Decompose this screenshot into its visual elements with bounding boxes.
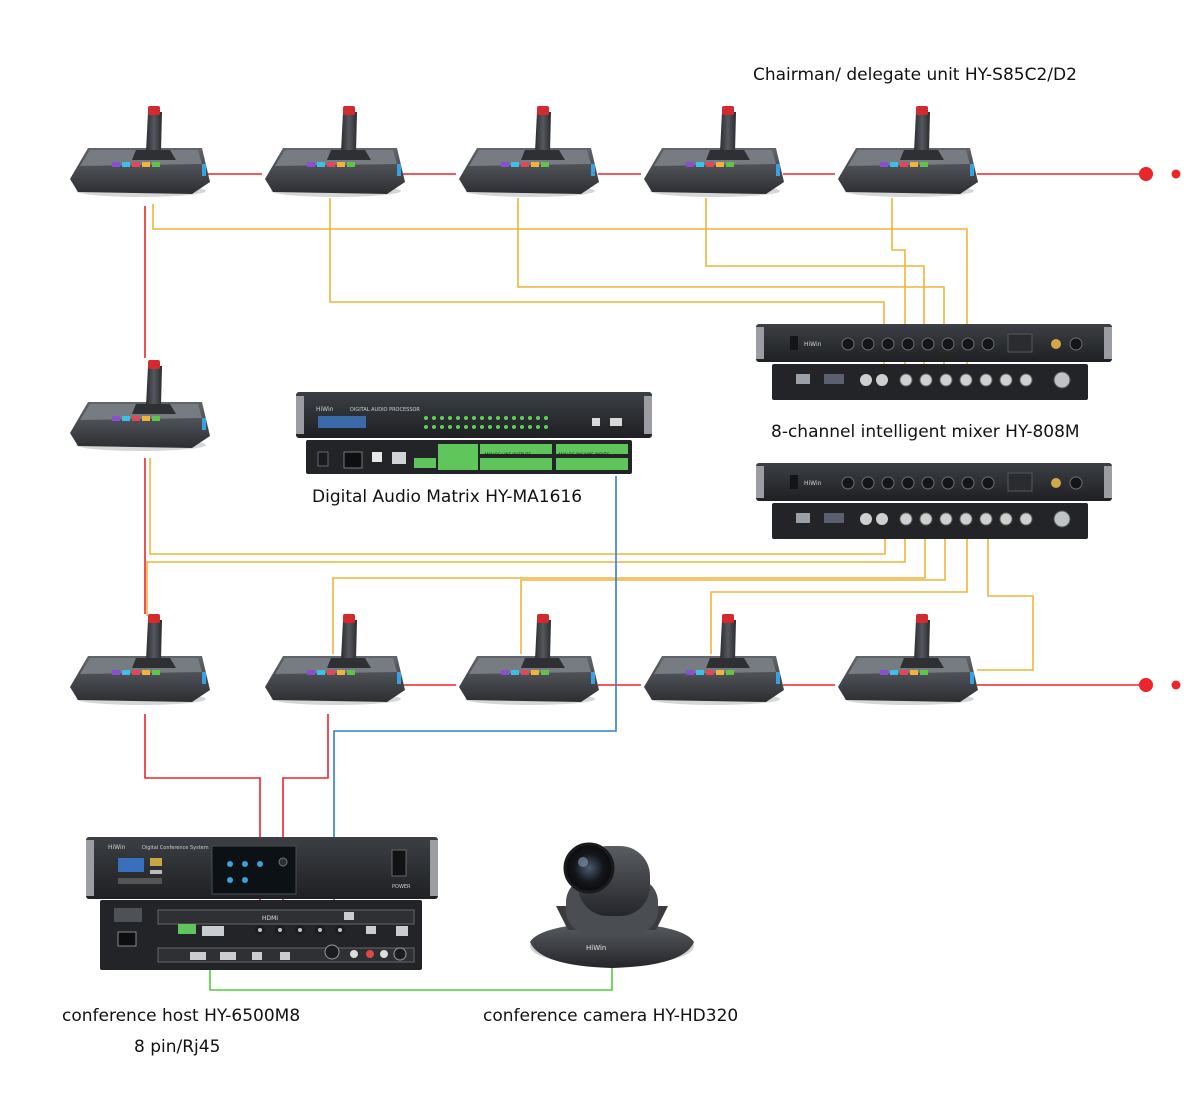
- ptz-camera: HiWin: [530, 842, 694, 968]
- delegate-unit: [265, 614, 405, 705]
- host-hdmi-text: HDMI: [262, 915, 278, 922]
- chain-continuation-dots: [1139, 167, 1181, 692]
- delegate-unit-label: Chairman/ delegate unit HY-S85C2/D2: [753, 65, 1077, 85]
- delegate-unit: [70, 614, 210, 705]
- delegate-unit: [838, 106, 978, 197]
- mixer-rack-upper: [755, 323, 1113, 401]
- delegate-unit: [838, 614, 978, 705]
- mixer-label: 8-channel intelligent mixer HY-808M: [771, 422, 1080, 442]
- delegate-unit: [644, 106, 784, 197]
- audio-matrix-label: Digital Audio Matrix HY-MA1616: [312, 487, 583, 507]
- host-power-text: POWER: [392, 884, 411, 890]
- matrix-header-text: DIGITAL AUDIO PROCESSOR: [350, 407, 420, 413]
- delegate-unit: [265, 106, 405, 197]
- red-link-cables: [144, 173, 1145, 918]
- matrix-outputs-text: ANALOG LINE OUTPUTS: [484, 452, 532, 457]
- conference-host-rack: HiWin Digital Conference System POWER HD…: [86, 837, 438, 970]
- matrix-inputs-text: ANALOG MIC/LINE INPUTS: [558, 452, 610, 457]
- matrix-brand-text: HiWin: [316, 406, 334, 413]
- host-header-text: Digital Conference System: [142, 845, 209, 851]
- delegate-unit: [644, 614, 784, 705]
- audio-matrix-rack: HiWin DIGITAL AUDIO PROCESSOR ANALOG LIN…: [296, 392, 652, 474]
- delegate-unit: [459, 614, 599, 705]
- delegate-unit: [70, 360, 210, 451]
- conference-host-label: conference host HY-6500M8: [62, 1006, 301, 1026]
- mixer-rack-lower: [755, 462, 1113, 540]
- delegate-unit: [459, 106, 599, 197]
- conference-host-sublabel: 8 pin/Rj45: [134, 1037, 221, 1057]
- host-brand-text: HiWin: [108, 844, 126, 851]
- conference-camera-label: conference camera HY-HD320: [483, 1006, 739, 1026]
- delegate-unit: [70, 106, 210, 197]
- camera-brand-text: HiWin: [586, 944, 606, 952]
